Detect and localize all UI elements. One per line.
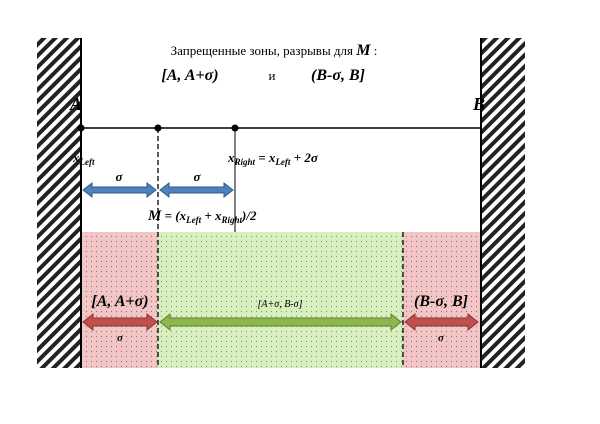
sigma-arrow-1 bbox=[82, 181, 157, 199]
middle-zone-arrow bbox=[159, 312, 402, 332]
left-zone-sigma: σ bbox=[117, 332, 124, 344]
sigma-label-2: σ bbox=[193, 169, 201, 184]
header-interval-right: (B-σ, B] bbox=[311, 67, 365, 84]
point-x-left bbox=[77, 124, 85, 132]
left-zone-arrow bbox=[82, 312, 158, 332]
zone-left-forbidden bbox=[82, 232, 158, 368]
label-A: A bbox=[69, 94, 82, 114]
middle-zone-interval: [A+σ, B-σ] bbox=[258, 299, 303, 310]
sigma-label-1: σ bbox=[115, 169, 123, 184]
right-zone-interval: (B-σ, B] bbox=[414, 293, 468, 310]
right-zone-arrow bbox=[404, 312, 479, 332]
sigma-arrow-2 bbox=[159, 181, 234, 199]
point-midpoint bbox=[154, 124, 162, 132]
header-conjunction: и bbox=[269, 68, 276, 83]
header-line1: Запрещенные зоны, разрывы для M : bbox=[171, 42, 378, 59]
right-zone-sigma: σ bbox=[438, 332, 445, 344]
left-zone-interval: [A, A+σ) bbox=[91, 293, 148, 310]
left-wall bbox=[37, 38, 81, 368]
right-wall bbox=[481, 38, 525, 368]
point-x-right bbox=[231, 124, 239, 132]
label-midpoint: M = (xLeft + xRight)/2 bbox=[147, 208, 257, 225]
header-interval-left: [A, A+σ) bbox=[161, 67, 218, 84]
zone-right-forbidden bbox=[403, 232, 480, 368]
label-x-right: xRight = xLeft + 2σ bbox=[227, 150, 319, 167]
label-B: B bbox=[472, 94, 485, 114]
zone-middle-allowed bbox=[158, 232, 403, 368]
label-x-left: xLeft bbox=[72, 150, 95, 167]
